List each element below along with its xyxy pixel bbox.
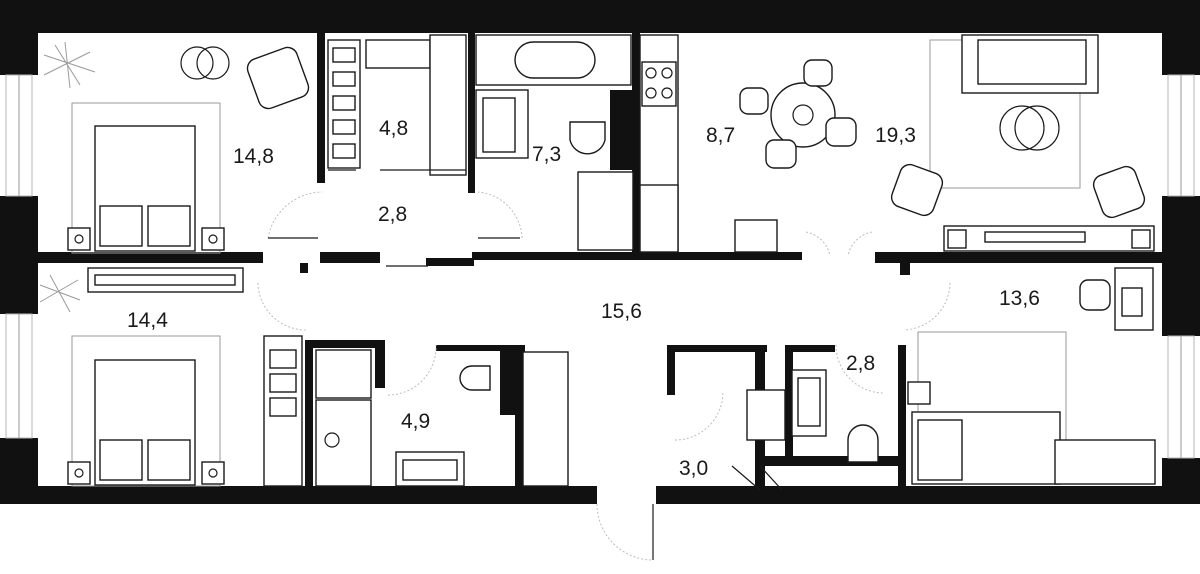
room-area-bathroom-3: 2,8: [846, 352, 875, 375]
outer-walls: [0, 0, 1200, 504]
living-room-furniture: [890, 34, 1155, 252]
windows: [5, 74, 1195, 459]
room-area-corridor: 15,6: [601, 300, 642, 323]
bathroom-2-fixtures: [315, 349, 569, 487]
room-area-bedroom-3: 13,6: [999, 287, 1040, 310]
room-area-bedroom-2: 14,4: [127, 309, 168, 332]
room-area-bedroom-1: 14,8: [233, 145, 274, 168]
bedroom-2-furniture: [39, 267, 303, 487]
bedroom-1-furniture: [43, 41, 310, 254]
room-area-bathroom-1: 7,3: [532, 143, 561, 166]
room-area-kitchen: 8,7: [706, 124, 735, 147]
bedroom-3-furniture: [907, 267, 1156, 485]
room-area-bathroom-2: 4,9: [401, 410, 430, 433]
bathroom-1-fixtures: [475, 34, 634, 251]
kitchen-furniture: [639, 34, 778, 253]
room-area-storage: 3,0: [679, 457, 708, 480]
room-area-wardrobe: 4,8: [379, 117, 408, 140]
room-area-living-room: 19,3: [875, 124, 916, 147]
door-swings: [257, 191, 951, 561]
dining-set: [739, 59, 857, 169]
bathroom-3-fixtures: [731, 369, 879, 491]
room-labels: 14,8 4,8 7,3 8,7 19,3 2,8 14,4 15,6 13,6…: [127, 117, 1040, 480]
wardrobe-furniture: [327, 34, 467, 176]
room-area-hall-upper: 2,8: [378, 203, 407, 226]
